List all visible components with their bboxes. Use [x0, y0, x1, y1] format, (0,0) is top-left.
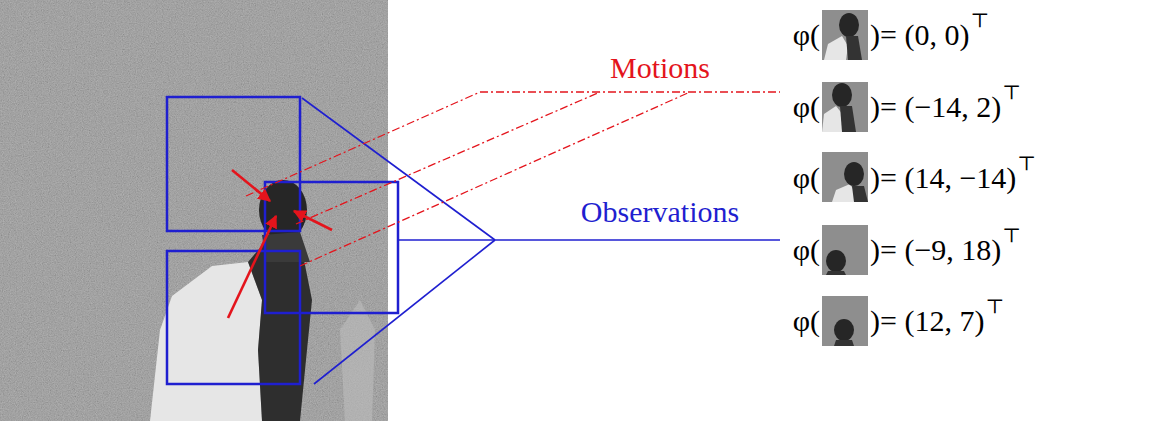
motion-vector: )= (−9, 18) — [870, 232, 1001, 268]
motion-vector: )= (−14, 2) — [870, 89, 1001, 125]
motion-vector: )= (0, 0) — [870, 17, 969, 53]
observation-box — [265, 182, 398, 313]
transpose-symbol: ⊤ — [1017, 152, 1036, 174]
thumbnail — [822, 225, 868, 275]
leader-line — [246, 92, 480, 196]
feature-function: φ( — [793, 89, 820, 125]
leader-line — [480, 91, 780, 92]
motion-arrows — [228, 170, 332, 318]
background-figure — [340, 300, 375, 421]
observations-label: Observations — [581, 194, 739, 230]
leader-line — [314, 240, 495, 384]
neck — [262, 232, 310, 262]
thumbnail — [822, 10, 868, 60]
leader-line — [300, 92, 690, 266]
motions-label: Motions — [610, 50, 710, 86]
observation-box — [167, 97, 300, 231]
grass-texture — [0, 0, 388, 421]
motion-vector: )= (14, −14) — [870, 160, 1016, 196]
thumbnail — [822, 82, 868, 132]
dark-trousers — [248, 236, 312, 421]
transpose-symbol: ⊤ — [970, 9, 989, 31]
photo — [0, 0, 388, 421]
observation-leaders — [302, 98, 780, 384]
feature-function: φ( — [793, 160, 820, 196]
thumbnails — [822, 10, 868, 346]
transpose-symbol: ⊤ — [985, 295, 1004, 317]
motion-vector: )= (12, 7) — [870, 303, 984, 339]
motion-leaders — [246, 92, 780, 266]
motion-arrow — [294, 211, 332, 230]
transpose-symbol: ⊤ — [1002, 224, 1021, 246]
feature-function: φ( — [793, 232, 820, 268]
transpose-symbol: ⊤ — [1002, 81, 1021, 103]
observation-boxes — [167, 97, 398, 384]
feature-function: φ( — [793, 17, 820, 53]
motion-arrow — [232, 170, 270, 201]
field-ground — [0, 0, 388, 421]
motion-arrow — [228, 216, 276, 318]
observation-box — [167, 251, 300, 384]
thumbnail — [822, 296, 868, 346]
leader-line — [296, 92, 600, 224]
leader-line — [302, 98, 495, 240]
leader-line — [398, 239, 780, 241]
feature-function: φ( — [793, 303, 820, 339]
thumbnail — [822, 152, 868, 202]
